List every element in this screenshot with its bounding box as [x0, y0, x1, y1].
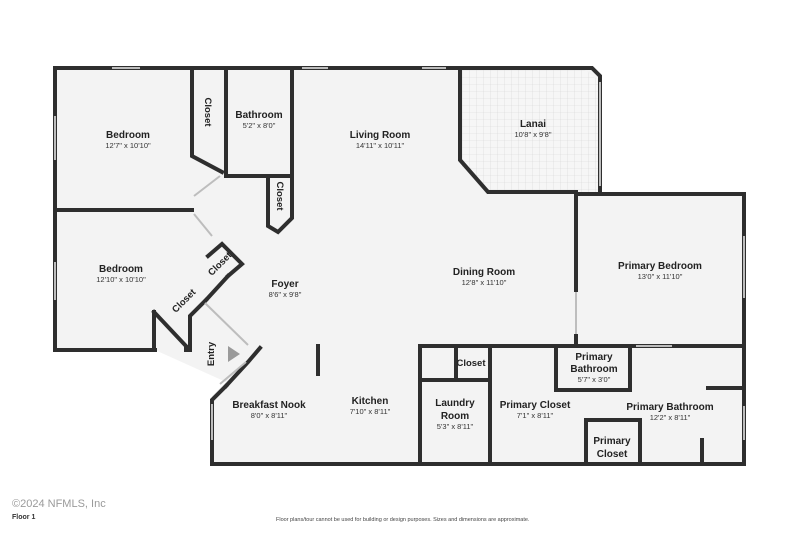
laundry-room-name-2: Room — [441, 411, 469, 422]
kitchen-dims: 7'10" x 8'11" — [350, 407, 391, 416]
primary-bathroom-small-name-1: Primary — [575, 352, 613, 363]
dining-room-dims: 12'8" x 11'10" — [462, 278, 507, 287]
dining-room-name: Dining Room — [453, 267, 515, 278]
living-room-name: Living Room — [350, 130, 411, 141]
primary-bedroom-dims: 13'0" x 11'10" — [638, 272, 683, 281]
disclaimer: Floor plans/tour cannot be used for buil… — [276, 517, 530, 523]
watermark: ©2024 NFMLS, Inc — [12, 498, 106, 510]
primary-bathroom-small-name-2: Bathroom — [570, 364, 617, 375]
lanai-floor — [460, 70, 598, 192]
bathroom-dims: 5'2" x 8'0" — [243, 121, 276, 130]
laundry-room-dims: 5'3" x 8'11" — [437, 422, 474, 431]
primary-closet-small-name-1: Primary — [593, 436, 631, 447]
primary-closet-small-name-2: Closet — [597, 449, 628, 460]
primary-bathroom-dims: 12'2" x 8'11" — [650, 413, 691, 422]
bedroom1-name: Bedroom — [106, 130, 150, 141]
foyer-dims: 8'6" x 9'8" — [269, 290, 302, 299]
bathroom-name: Bathroom — [235, 110, 282, 121]
closet-laundry-label: Closet — [456, 358, 486, 369]
lanai-name: Lanai — [520, 119, 546, 130]
lanai-dims: 10'8" x 9'8" — [515, 130, 552, 139]
breakfast-nook-name: Breakfast Nook — [232, 400, 306, 411]
bedroom1-dims: 12'7" x 10'10" — [105, 141, 151, 150]
breakfast-nook-dims: 8'0" x 8'11" — [251, 411, 288, 420]
closet-bath-label: Closet — [274, 181, 285, 211]
entry-arrow-icon — [228, 346, 240, 362]
closet-top-label: Closet — [202, 97, 213, 127]
living-room-dims: 14'11" x 10'11" — [356, 141, 405, 150]
kitchen-name: Kitchen — [352, 396, 389, 407]
laundry-room-name-1: Laundry — [435, 398, 475, 409]
bedroom2-dims: 12'10" x 10'10" — [96, 275, 146, 284]
foyer-name: Foyer — [271, 279, 298, 290]
windows — [54, 67, 745, 440]
primary-closet-name: Primary Closet — [500, 400, 571, 411]
room-labels: Bedroom 12'7" x 10'10" Bathroom 5'2" x 8… — [96, 110, 713, 460]
primary-bathroom-name: Primary Bathroom — [626, 402, 713, 413]
floor-label: Floor 1 — [12, 514, 36, 521]
walls — [53, 66, 746, 466]
primary-closet-dims: 7'1" x 8'11" — [517, 411, 554, 420]
primary-bedroom-name: Primary Bedroom — [618, 261, 702, 272]
bedroom2-name: Bedroom — [99, 264, 143, 275]
primary-bathroom-small-dims: 5'7" x 3'0" — [578, 375, 611, 384]
entry-label: Entry — [206, 341, 217, 366]
